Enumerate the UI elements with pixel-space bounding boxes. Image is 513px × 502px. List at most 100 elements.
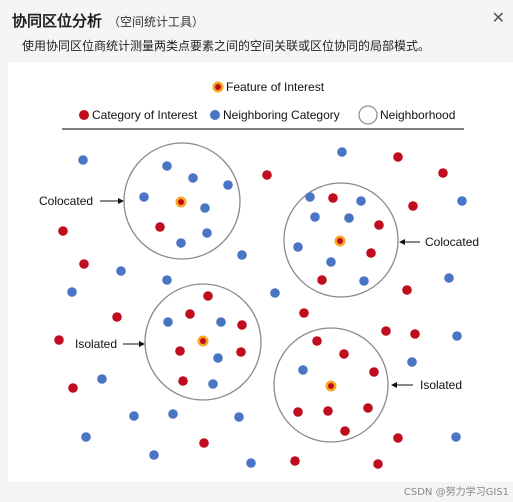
neighbor-point <box>162 275 172 285</box>
neighbor-point <box>337 147 347 157</box>
category-point <box>237 320 247 330</box>
category-point <box>175 346 185 356</box>
category-point <box>317 275 327 285</box>
tool-description: 使用协同区位商统计测量两类点要素之间的空间关联或区位协同的局部模式。 <box>22 39 431 53</box>
category-point <box>312 336 322 346</box>
legend-neighborhood-label: Neighborhood <box>380 108 455 122</box>
category-point <box>363 403 373 413</box>
category-point <box>438 168 448 178</box>
neighbor-point <box>223 180 233 190</box>
neighbor-point <box>246 458 256 468</box>
neighbor-point <box>81 432 91 442</box>
feature-core <box>328 383 334 389</box>
neighbor-point <box>234 412 244 422</box>
neighbor-point <box>270 288 280 298</box>
neighbor-point <box>298 365 308 375</box>
neighbor-point <box>168 409 178 419</box>
category-point <box>410 329 420 339</box>
neighbor-point <box>139 192 149 202</box>
neighbor-point <box>359 276 369 286</box>
watermark: CSDN @努力学习GIS1 <box>403 487 509 498</box>
category-point <box>393 152 403 162</box>
category-point <box>112 312 122 322</box>
category-point <box>366 248 376 258</box>
category-point <box>293 407 303 417</box>
neighbor-point <box>116 266 126 276</box>
colocated-label-right: Colocated <box>425 235 479 249</box>
category-point <box>236 347 246 357</box>
colocated-label-left: Colocated <box>39 194 93 208</box>
arrow-head <box>118 198 124 204</box>
neighbor-point <box>149 450 159 460</box>
arrow-head <box>139 341 145 347</box>
neighbor-point <box>444 273 454 283</box>
category-point <box>185 309 195 319</box>
neighbor-point <box>216 317 226 327</box>
isolated-label-left: Isolated <box>75 337 117 351</box>
category-point <box>328 193 338 203</box>
tool-name: 协同区位分析 <box>12 13 103 30</box>
neighbor-point <box>407 357 417 367</box>
neighbor-point <box>457 196 467 206</box>
neighbor-point <box>162 161 172 171</box>
neighbor-point <box>67 287 77 297</box>
neighbor-point <box>237 250 247 260</box>
category-point <box>402 285 412 295</box>
neighbor-point <box>163 317 173 327</box>
category-point <box>54 335 64 345</box>
category-points <box>54 152 448 469</box>
neighbor-point <box>200 203 210 213</box>
neighbor-point <box>188 173 198 183</box>
neighborhoods <box>123 142 399 443</box>
arrow-head <box>391 382 397 388</box>
category-point <box>393 433 403 443</box>
category-point <box>58 226 68 236</box>
neighbor-point <box>452 331 462 341</box>
neighbor-point <box>344 213 354 223</box>
legend: Feature of Interest Category of Interest… <box>62 80 464 130</box>
legend-neighbor-icon <box>210 110 220 120</box>
category-point <box>369 367 379 377</box>
category-point <box>178 376 188 386</box>
category-point <box>374 220 384 230</box>
category-point <box>299 308 309 318</box>
legend-feature-label: Feature of Interest <box>226 80 325 94</box>
neighbor-point <box>213 353 223 363</box>
neighbor-point <box>356 196 366 206</box>
dialog-header: 协同区位分析 （空间统计工具） ✕ 使用协同区位商统计测量两类点要素之间的空间关联… <box>0 0 513 62</box>
dialog-title: 协同区位分析 （空间统计工具） <box>12 10 204 31</box>
category-point <box>381 326 391 336</box>
category-point <box>262 170 272 180</box>
legend-category-icon <box>79 110 89 120</box>
neighbor-point <box>78 155 88 165</box>
category-point <box>155 222 165 232</box>
neighbor-point <box>310 212 320 222</box>
category-point <box>323 406 333 416</box>
category-point <box>340 426 350 436</box>
neighbor-point <box>208 379 218 389</box>
arrow-head <box>399 239 405 245</box>
close-icon[interactable]: ✕ <box>491 10 505 27</box>
isolated-label-right: Isolated <box>420 378 462 392</box>
neighbor-point <box>326 257 336 267</box>
category-point <box>79 259 89 269</box>
category-point <box>199 438 209 448</box>
features-of-interest <box>175 196 346 392</box>
neighborhood-isolated-left <box>144 283 262 401</box>
feature-core <box>178 199 184 205</box>
category-point <box>408 201 418 211</box>
neighbor-point <box>305 192 315 202</box>
neighbor-point <box>451 432 461 442</box>
colocation-illustration: Feature of Interest Category of Interest… <box>8 62 513 482</box>
feature-core <box>200 338 206 344</box>
category-point <box>68 383 78 393</box>
category-point <box>373 459 383 469</box>
feature-core <box>337 238 343 244</box>
neighbor-point <box>129 411 139 421</box>
category-point <box>339 349 349 359</box>
tool-category: （空间统计工具） <box>108 15 205 29</box>
legend-neighbor-label: Neighboring Category <box>223 108 340 122</box>
legend-feature-icon-core <box>215 84 221 90</box>
category-point <box>203 291 213 301</box>
